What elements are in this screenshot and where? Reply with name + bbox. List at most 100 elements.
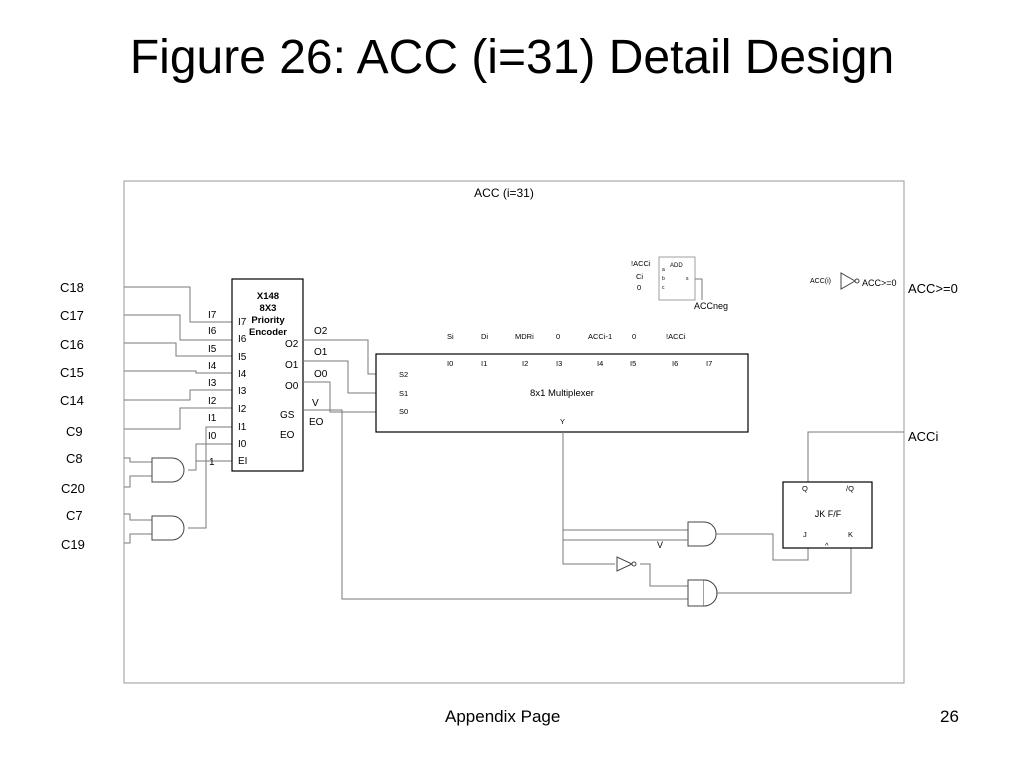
mux-pin: I4	[597, 359, 603, 368]
adder-pins: a b c s	[662, 267, 689, 291]
adder-output-label: ACCneg	[694, 301, 728, 311]
encoder-pin: EO	[280, 430, 295, 441]
encoder-pin: O2	[285, 339, 299, 350]
wire-label: I3	[208, 378, 217, 389]
encoder-pin: I1	[238, 422, 247, 433]
mux-pin: I6	[672, 359, 678, 368]
ff-pin: J	[803, 530, 807, 539]
mux-output-pin: Y	[560, 417, 565, 426]
input-label: C20	[61, 481, 85, 496]
encoder-pin: I4	[238, 369, 247, 380]
input-labels: C18 C17 C16 C15 C14 C9 C8 C20 C7 C19	[60, 280, 85, 552]
input-label: C9	[66, 424, 83, 439]
encoder-pin: GS	[280, 410, 295, 421]
wire-label: V	[312, 398, 319, 409]
comparator-input-label: ACC(i)	[810, 278, 831, 285]
encoder-pin: I2	[238, 404, 247, 415]
mux-title: 8x1 Multiplexer	[530, 388, 594, 399]
encoder-pin: I0	[238, 439, 247, 450]
wire-label: I6	[208, 326, 217, 337]
mux-data-label: 0	[632, 332, 636, 341]
mux-pin: S0	[399, 407, 408, 416]
adder-block	[658, 256, 696, 301]
page-number: 26	[940, 707, 959, 726]
encoder-title: X148 8X3 Priority Encoder	[249, 291, 287, 338]
mux-data-label: MDRi	[515, 332, 534, 341]
comparator-output-label: ACC>=0	[862, 278, 897, 288]
mux-pin: I0	[447, 359, 453, 368]
wire-label: O2	[314, 326, 328, 337]
mux-pin: I7	[706, 359, 712, 368]
select-wires	[303, 339, 700, 600]
adder-pin: s	[686, 276, 689, 282]
encoder-pin: EI	[238, 456, 247, 467]
encoder-pin: O1	[285, 360, 299, 371]
buffer-gate	[840, 272, 857, 290]
mux-pin: I5	[630, 359, 636, 368]
encoder-pin: I3	[238, 386, 247, 397]
buffer-bubble	[854, 278, 860, 284]
and-gate	[151, 515, 185, 541]
input-label: C15	[60, 365, 84, 380]
and-gate	[687, 521, 717, 547]
mux-pin: I2	[522, 359, 528, 368]
mux-pin: I3	[556, 359, 562, 368]
adder-input-labels: !ACCi Ci 0	[631, 259, 651, 292]
ff-input-wires	[716, 431, 904, 594]
ff-pin: ^	[825, 541, 829, 550]
footer-label: Appendix Page	[445, 707, 561, 726]
wire-label: EO	[309, 417, 324, 428]
jk-flip-flop	[782, 481, 873, 549]
input-label: C7	[66, 508, 83, 523]
encoder-title-line: Encoder	[249, 327, 287, 338]
mux-data-label: Si	[447, 332, 454, 341]
input-label: C8	[66, 451, 83, 466]
input-label: C16	[60, 337, 84, 352]
mux-data-label: !ACCi	[666, 332, 686, 341]
ff-title: JK F/F	[815, 509, 842, 519]
acc-ge-zero-output: ACC>=0	[908, 281, 958, 296]
slide-title: Figure 26: ACC (i=31) Detail Design	[129, 31, 895, 84]
mux-input-pins: I0 I1 I2 I3 I4 I5 I6 I7	[447, 359, 712, 368]
ff-pins: Q /Q J K ^	[802, 484, 854, 550]
ff-pin: /Q	[846, 484, 854, 493]
mux-pin: S1	[399, 389, 408, 398]
mux-data-label: 0	[556, 332, 560, 341]
mux-pin: S2	[399, 370, 408, 379]
wire-label: 1	[209, 457, 215, 468]
wire-label: I5	[208, 344, 217, 355]
adder-pin: a	[662, 267, 665, 273]
inverter-gate	[616, 556, 634, 572]
adder-input-label: 0	[637, 283, 641, 292]
adder-pin: c	[662, 285, 665, 291]
encoder-pin: I6	[238, 334, 247, 345]
adder-input-label: !ACCi	[631, 259, 651, 268]
mux-select-pins: S2 S1 S0	[399, 370, 408, 416]
encoder-title-line: 8X3	[260, 303, 277, 314]
mux-output-wires	[562, 432, 700, 587]
mux-data-label: ACCi-1	[588, 332, 612, 341]
input-label: C18	[60, 280, 84, 295]
v-label: V	[657, 540, 663, 550]
adder-header: ADD	[670, 263, 683, 269]
encoder-title-line: Priority	[251, 315, 285, 326]
wire-label: I4	[208, 361, 217, 372]
and-gate-arc	[703, 579, 718, 607]
adder-pin: b	[662, 276, 665, 282]
encoder-pin: I5	[238, 352, 247, 363]
mux-pin: I1	[481, 359, 487, 368]
inverter-bubble	[631, 561, 637, 567]
input-label: C19	[61, 537, 85, 552]
wire-label: O1	[314, 347, 328, 358]
ff-pin: Q	[802, 484, 808, 493]
wire-label: I2	[208, 396, 217, 407]
encoder-pin: I7	[238, 317, 247, 328]
mux-data-labels: Si Di MDRi 0 ACCi-1 0 !ACCi	[447, 332, 686, 341]
wire-label: I1	[208, 413, 217, 424]
input-label: C14	[60, 393, 84, 408]
encoder-output-labels: O2 O1 O0 V EO	[309, 326, 328, 428]
encoder-input-wires	[124, 286, 232, 544]
wire-label: O0	[314, 369, 328, 380]
wire-label: I0	[208, 431, 217, 442]
